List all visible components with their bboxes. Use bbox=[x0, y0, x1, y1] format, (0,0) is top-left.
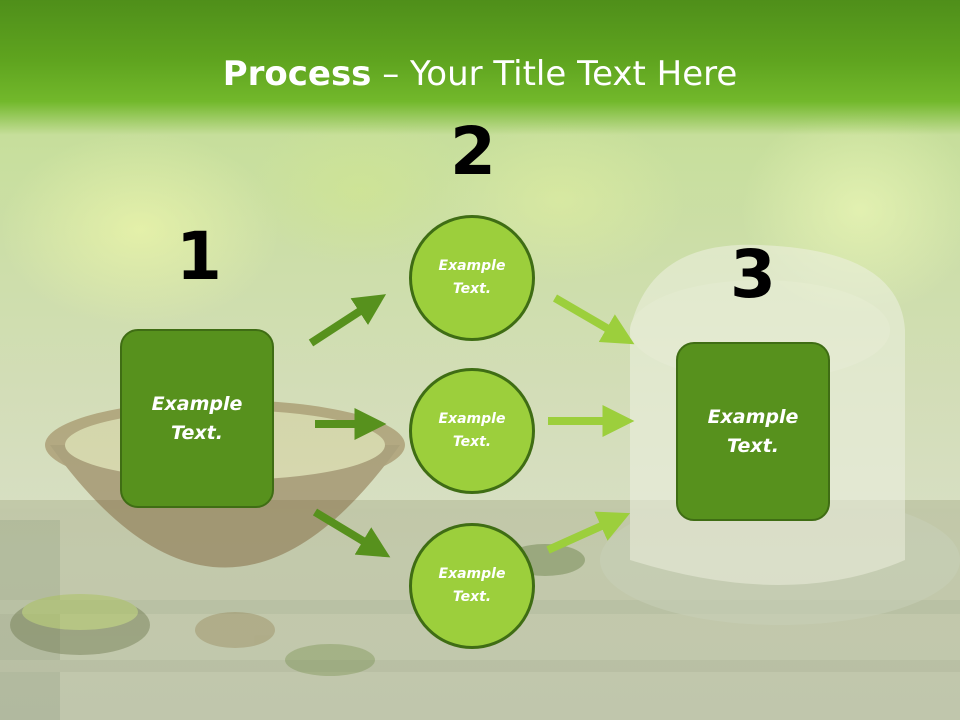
arrow-1-to-2-bottom bbox=[312, 508, 391, 558]
arrow-2-to-3-top bbox=[552, 294, 635, 345]
step-1-box-text: Example Text. bbox=[151, 392, 243, 444]
step-2-circle-bottom: Example Text. bbox=[409, 523, 535, 649]
header-band bbox=[0, 0, 960, 135]
arrow-1-to-2-top bbox=[308, 294, 387, 347]
circle-middle-text: Example Text. bbox=[438, 411, 506, 450]
step-number-3: 3 bbox=[730, 236, 776, 313]
step-3-box: Example Text. bbox=[676, 342, 830, 521]
salt-bowl bbox=[10, 594, 150, 655]
step-2-circle-top: Example Text. bbox=[409, 215, 535, 341]
step-number-2: 2 bbox=[450, 113, 496, 190]
circle-top-text: Example Text. bbox=[438, 258, 506, 297]
step-3-box-text: Example Text. bbox=[707, 405, 799, 457]
slide-title: Process – Your Title Text Here bbox=[0, 52, 960, 96]
arrow-2-to-3-bottom bbox=[546, 511, 631, 554]
step-number-1: 1 bbox=[176, 218, 222, 295]
step-1-box: Example Text. bbox=[120, 329, 274, 508]
title-rest: – Your Title Text Here bbox=[371, 54, 738, 94]
step-2-circle-middle: Example Text. bbox=[409, 368, 535, 494]
circle-bottom-text: Example Text. bbox=[438, 566, 506, 605]
title-bold: Process bbox=[222, 54, 372, 94]
